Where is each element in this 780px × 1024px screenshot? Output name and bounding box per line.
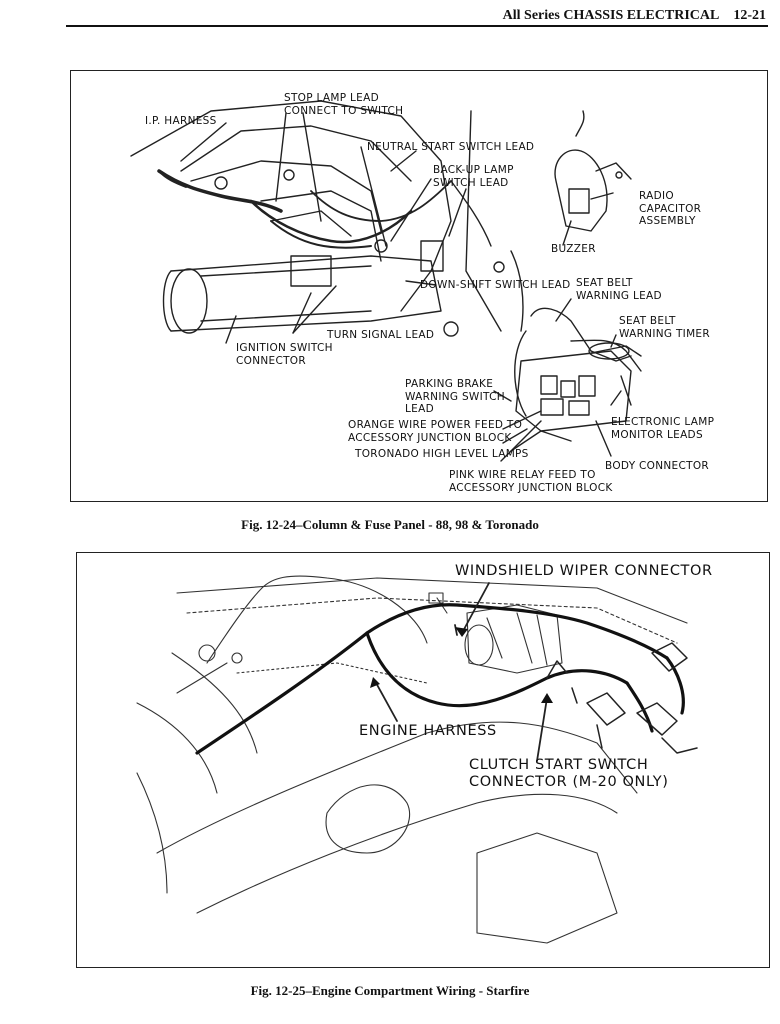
column-fuse-panel-illustration	[130, 100, 642, 462]
label-windshield-wiper-connector: WINDSHIELD WIPER CONNECTOR	[455, 563, 713, 579]
label-orange-wire-power-feed: ORANGE WIRE POWER FEED TO ACCESSORY JUNC…	[348, 419, 523, 444]
label-ip-harness: I.P. HARNESS	[145, 115, 217, 127]
figure-column-fuse-panel: STOP LAMP LEAD CONNECT TO SWITCH I.P. HA…	[70, 70, 768, 502]
label-radio-capacitor-assembly: RADIO CAPACITOR ASSEMBLY	[639, 190, 702, 227]
running-header: All Series CHASSIS ELECTRICAL 12-21	[66, 8, 766, 26]
label-back-up-lamp-switch-lead: BACK-UP LAMP SWITCH LEAD	[433, 164, 514, 189]
label-seat-belt-warning-timer: SEAT BELT WARNING TIMER	[619, 315, 710, 340]
label-clutch-start-switch-connector: CLUTCH START SWITCH CONNECTOR (M-20 ONLY…	[469, 757, 669, 790]
label-engine-harness: ENGINE HARNESS	[359, 723, 497, 739]
header-rule	[66, 25, 768, 27]
figure-1-caption: Fig. 12-24–Column & Fuse Panel - 88, 98 …	[241, 517, 539, 532]
label-parking-brake-warning-switch-lead: PARKING BRAKE WARNING SWITCH LEAD	[405, 378, 505, 415]
label-buzzer: BUZZER	[551, 243, 596, 255]
label-body-connector: BODY CONNECTOR	[605, 460, 709, 472]
engine-compartment-illustration	[136, 575, 698, 944]
label-toronado-high-level-lamps: TORONADO HIGH LEVEL LAMPS	[355, 448, 529, 460]
label-turn-signal-lead: TURN SIGNAL LEAD	[327, 329, 435, 341]
page-number: 12-21	[733, 8, 766, 23]
figure-2-caption: Fig. 12-25–Engine Compartment Wiring - S…	[250, 983, 530, 998]
header-title: All Series CHASSIS ELECTRICAL	[502, 8, 720, 23]
label-stop-lamp-lead: STOP LAMP LEAD CONNECT TO SWITCH	[284, 92, 404, 117]
label-seat-belt-warning-lead: SEAT BELT WARNING LEAD	[576, 277, 662, 302]
label-down-shift-switch-lead: DOWN-SHIFT SWITCH LEAD	[420, 279, 571, 291]
label-neutral-start-switch-lead: NEUTRAL START SWITCH LEAD	[367, 141, 535, 153]
label-pink-wire-relay-feed: PINK WIRE RELAY FEED TO ACCESSORY JUNCTI…	[449, 469, 613, 494]
label-electronic-lamp-monitor-leads: ELECTRONIC LAMP MONITOR LEADS	[611, 416, 715, 441]
label-ignition-switch-connector: IGNITION SWITCH CONNECTOR	[236, 342, 333, 367]
figure-engine-compartment-wiring: WINDSHIELD WIPER CONNECTOR ENGINE HARNES…	[76, 552, 770, 968]
